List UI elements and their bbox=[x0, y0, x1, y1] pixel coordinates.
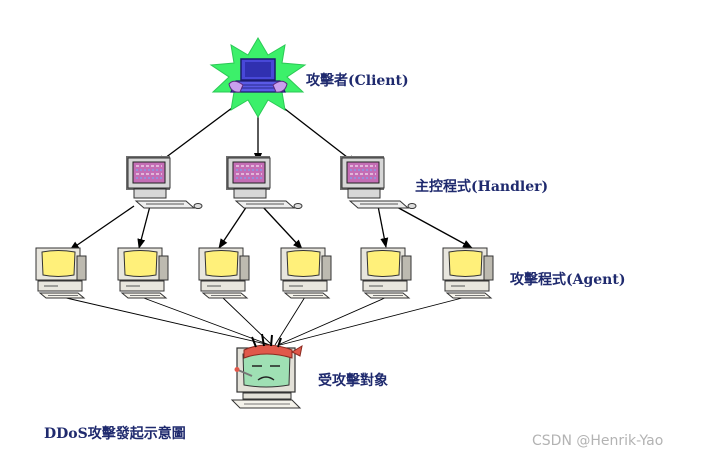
arrow-handler3-agent6 bbox=[394, 205, 473, 249]
attacker-laptop-icon bbox=[209, 37, 307, 118]
handler-computer-icon-1 bbox=[125, 155, 203, 209]
arrow-handler1-agent1 bbox=[69, 205, 135, 251]
agent-computer-icon-4 bbox=[280, 247, 332, 299]
arrow-handler1-agent2 bbox=[137, 205, 151, 249]
arrow-handler3-agent5 bbox=[377, 205, 389, 248]
attack-lines bbox=[61, 296, 467, 346]
arrow-client-handler-1 bbox=[156, 101, 241, 165]
attacker-label: 攻擊者(Client) bbox=[306, 73, 409, 89]
target-sick-computer-icon bbox=[230, 333, 303, 409]
target-label: 受攻擊對象 bbox=[318, 373, 388, 389]
agent-computer-icon-2 bbox=[117, 247, 169, 299]
arrow-handler2-agent4 bbox=[261, 205, 303, 250]
handler-computer-icon-3 bbox=[339, 155, 417, 209]
arrow-handler2-agent3 bbox=[218, 205, 248, 249]
agent-label: 攻擊程式(Agent) bbox=[510, 272, 626, 288]
agent-computer-icon-1 bbox=[35, 247, 87, 299]
agent-computer-icon-6 bbox=[442, 247, 494, 299]
arrow-client-handler-3 bbox=[275, 101, 357, 165]
watermark: CSDN @Henrik-Yao bbox=[532, 433, 664, 449]
handler-computer-icon-2 bbox=[225, 155, 303, 209]
agent-computer-icon-5 bbox=[360, 247, 412, 299]
agent-computer-icon-3 bbox=[198, 247, 250, 299]
handler-label: 主控程式(Handler) bbox=[415, 179, 549, 195]
diagram-caption: DDoS攻擊發起示意圖 bbox=[44, 426, 186, 442]
